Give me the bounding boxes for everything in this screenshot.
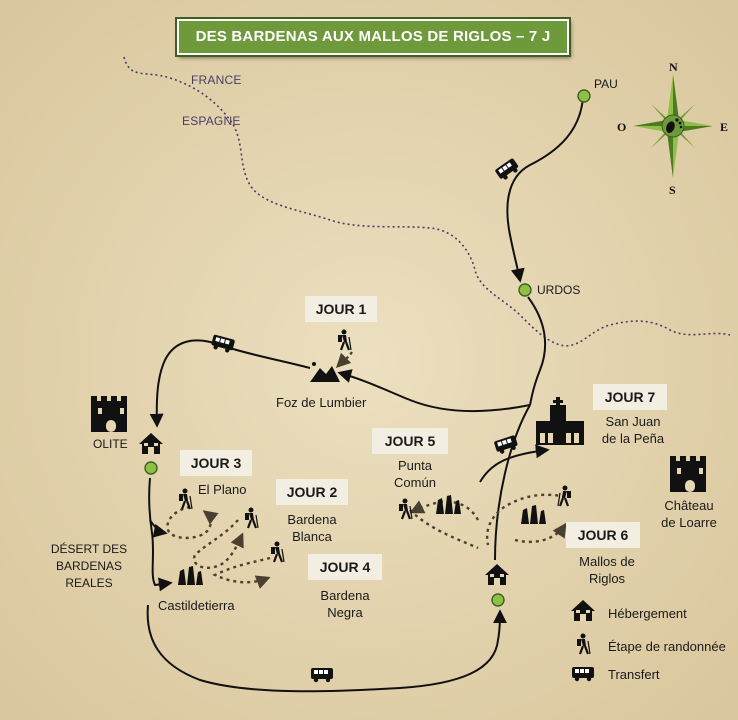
pau-dot — [577, 89, 591, 103]
castle-icon — [670, 456, 706, 492]
day-6-badge: JOUR 6 — [566, 522, 640, 548]
compass-south: S — [669, 183, 676, 197]
desert-label: DÉSERT DES BARDENAS REALES — [46, 541, 132, 592]
compass-rose-icon — [633, 74, 713, 178]
route-junction-mallos — [494, 404, 531, 561]
route-olite-castildetierra — [148, 477, 173, 592]
legend-hike-text: Étape de randonnée — [608, 638, 726, 654]
route-olite-branch — [149, 519, 168, 538]
pau-label: PAU — [594, 77, 618, 91]
mallos-line2: Riglos — [588, 571, 626, 586]
san-juan-line1: San Juan — [605, 414, 661, 429]
route-castildetierra-mallos — [146, 604, 507, 693]
hike-foz-arrow — [335, 351, 353, 369]
map-title: DES BARDENAS AUX MALLOS DE RIGLOS – 7 J — [177, 19, 569, 55]
france-label: FRANCE — [191, 73, 242, 87]
castle-icon — [91, 396, 127, 432]
day-7-badge: JOUR 7 — [593, 384, 667, 410]
hike-loop-negra — [212, 556, 271, 589]
route-urdos-junction — [527, 296, 547, 406]
urdos-dot — [518, 283, 532, 297]
olite-label: OLITE — [93, 437, 128, 451]
espagne-label: ESPAGNE — [182, 114, 241, 128]
hike-loop-mallos — [486, 493, 565, 546]
chateau-line2: de Loarre — [661, 515, 717, 530]
day-4-badge: JOUR 4 — [308, 554, 382, 580]
urdos-label: URDOS — [537, 283, 581, 297]
day-2-badge: JOUR 2 — [276, 479, 348, 505]
route-to-sanjuan — [479, 444, 550, 483]
hike-loop-blanca — [192, 519, 244, 569]
chateau-line1: Château — [664, 498, 714, 513]
bardena-negra-line2: Negra — [327, 605, 363, 620]
chateau-label: Château de Loarre — [654, 497, 724, 531]
san-juan-label: San Juan de la Peña — [598, 413, 668, 447]
route-junction-foz — [337, 369, 531, 413]
monastery-icon — [536, 397, 584, 445]
olite-dot — [144, 461, 158, 475]
san-juan-line2: de la Peña — [601, 431, 665, 446]
bardena-negra-label: Bardena Negra — [317, 587, 373, 621]
route-foz-olite — [149, 339, 311, 428]
day-3-badge: JOUR 3 — [180, 450, 252, 476]
bardena-blanca-line1: Bardena — [287, 512, 337, 527]
punta-comun-line2: Común — [394, 475, 436, 490]
desert-line3: REALES — [65, 576, 113, 590]
route-pau-urdos — [506, 97, 584, 283]
bardena-negra-line1: Bardena — [320, 588, 370, 603]
mallos-label: Mallos de Riglos — [572, 553, 642, 587]
legend-hike: Étape de randonnée — [600, 633, 726, 659]
compass-east: E — [720, 120, 729, 134]
compass-west: O — [617, 120, 627, 134]
bardena-blanca-label: Bardena Blanca — [284, 511, 340, 545]
mallos-dot — [491, 593, 505, 607]
punta-comun-label: Punta Común — [387, 457, 443, 491]
punta-comun-line1: Punta — [398, 458, 432, 473]
el-plano-label: El Plano — [198, 482, 247, 497]
compass-north: N — [669, 60, 678, 74]
foz-label: Foz de Lumbier — [276, 395, 367, 410]
legend-transfer: Transfert — [600, 661, 660, 687]
desert-line2: BARDENAS — [55, 559, 123, 573]
legend-lodging-text: Hébergement — [608, 605, 687, 621]
legend-transfer-text: Transfert — [608, 666, 660, 682]
legend-lodging: Hébergement — [600, 600, 687, 626]
mallos-line1: Mallos de — [579, 554, 635, 569]
day-1-badge: JOUR 1 — [305, 296, 377, 322]
castildetierra-label: Castildetierra — [158, 598, 235, 613]
bardena-blanca-line2: Blanca — [292, 529, 332, 544]
mountain-icon — [310, 362, 340, 382]
desert-line1: DÉSERT DES — [50, 542, 128, 556]
day-5-badge: JOUR 5 — [372, 428, 448, 454]
